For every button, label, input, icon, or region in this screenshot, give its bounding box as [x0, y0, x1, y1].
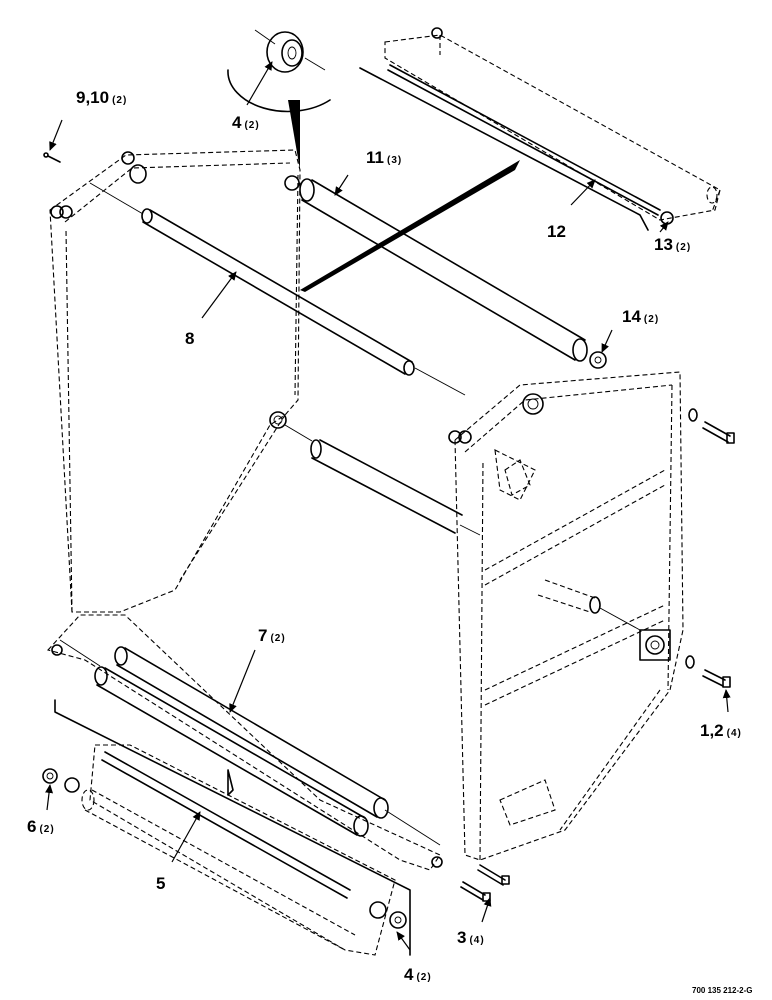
roller-7-upper: [114, 646, 389, 819]
callout-9-10: 9,10(2): [76, 88, 127, 107]
roller-8: [89, 182, 466, 396]
small-right-roller: [537, 579, 641, 631]
left-side-panel: [49, 149, 301, 613]
callout-11: 11(3): [366, 148, 402, 167]
bushing-14: [589, 351, 607, 369]
callout-8: 8: [185, 329, 194, 348]
inset-top: [300, 27, 721, 292]
callout-4-top: 4(2): [232, 113, 260, 132]
callout-4-bottom: 4(2): [404, 965, 432, 984]
middle-roller: [284, 424, 481, 536]
callout-13: 13(2): [654, 235, 691, 254]
bolts-upper-left: [43, 152, 61, 163]
part-number: 700 135 212-2-G: [692, 986, 753, 995]
bolts-bottom: [460, 864, 510, 902]
bolts-lower-right: [685, 655, 731, 688]
bolts-upper-right: [688, 408, 735, 444]
leaders: [45, 61, 731, 951]
right-side-panel: [448, 371, 684, 861]
callout-14: 14(2): [622, 307, 659, 326]
callout-3: 3(4): [457, 928, 485, 947]
roller-7-lower: [59, 639, 441, 846]
inset-bottom: [42, 699, 411, 956]
callout-1-2: 1,2(4): [700, 721, 742, 740]
callout-7: 7(2): [258, 626, 286, 645]
roller-11: [284, 175, 588, 362]
callout-12: 12: [547, 222, 566, 241]
bearing-detail-top: [227, 29, 331, 170]
lower-left-arm: [46, 614, 443, 871]
callout-5: 5: [156, 874, 165, 893]
callout-6: 6(2): [27, 817, 55, 836]
